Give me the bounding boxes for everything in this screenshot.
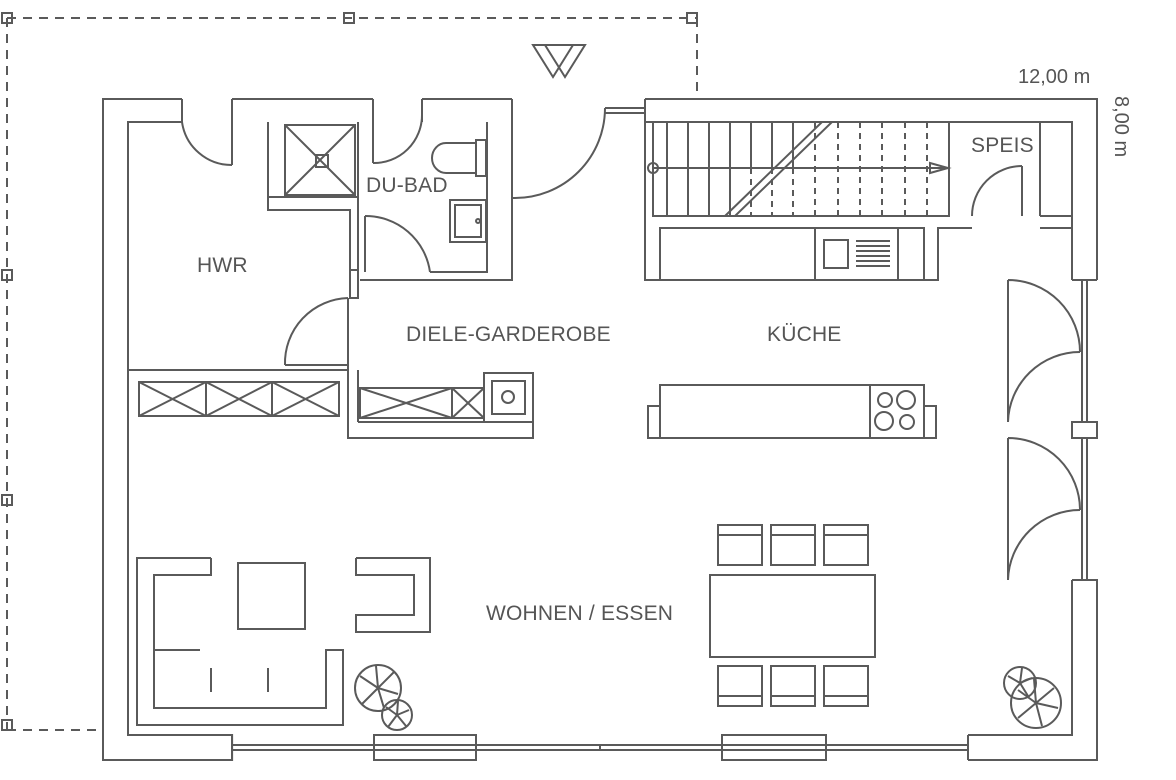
room-label-wohnen-essen: WOHNEN / ESSEN [486,602,674,625]
kitchen-island [647,384,937,439]
stove-icon [874,390,916,431]
room-label-du-bad: DU-BAD [366,174,448,197]
wardrobe-diele [359,372,534,423]
room-label-hwr: HWR [197,254,248,277]
terrace-posts [1,12,698,731]
armchair [355,557,431,633]
wardrobe-hwr [138,381,340,417]
room-label-kueche: KÜCHE [767,323,842,346]
entrance-triangle-icon [531,44,587,79]
dimension-width: 12,00 m [1018,66,1091,88]
toilet-icon [431,139,487,177]
room-label-diele-garderobe: DIELE-GARDEROBE [406,323,611,346]
doors [181,107,1081,581]
kitchen-counter [659,227,925,281]
sink-icon [856,240,890,267]
plant-icon [1003,666,1062,729]
staircase [647,121,952,217]
dimension-depth: 8,00 m [1110,96,1132,158]
room-label-speis: SPEIS [971,134,1034,157]
interior-walls [128,122,1073,439]
shower-icon [284,124,356,196]
plant-icon [354,664,413,731]
sofa [136,557,344,726]
outer-walls [102,98,1098,761]
terrace-outline [6,17,698,731]
bathroom-sink [449,199,487,243]
dining-set [709,524,876,707]
